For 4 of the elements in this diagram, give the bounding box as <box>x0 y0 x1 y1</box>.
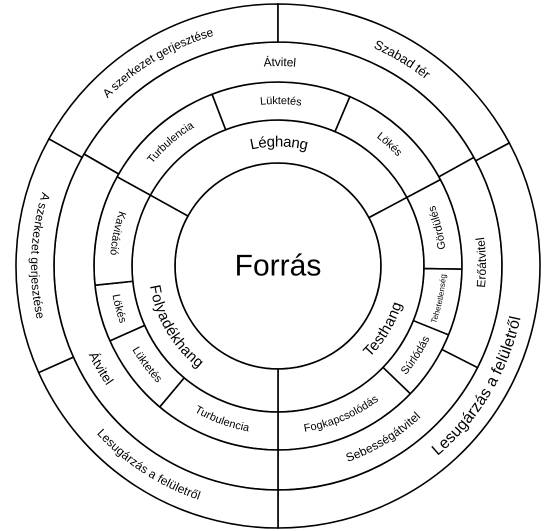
segment-label: Léghang <box>248 132 310 154</box>
center-label: Forrás <box>234 250 322 282</box>
segment-label: Lüktetés <box>260 94 302 109</box>
segment-label: Átvitel <box>263 55 297 70</box>
